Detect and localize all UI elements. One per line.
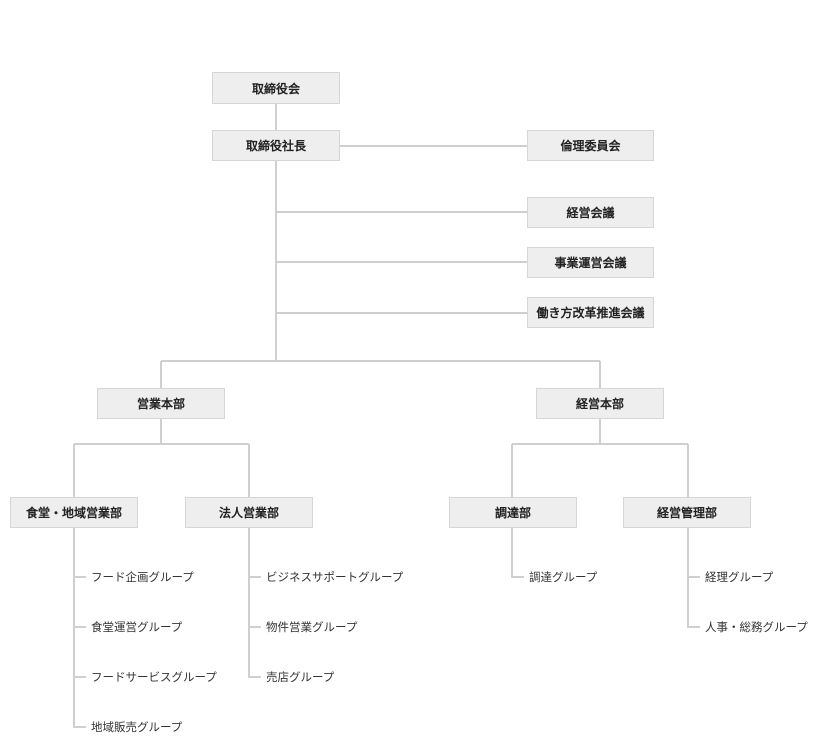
department-box-dining-regional-sales: 食堂・地域営業部: [10, 497, 138, 528]
group-item: 経理グループ: [705, 570, 774, 584]
sales-division-box: 営業本部: [97, 388, 225, 419]
group-item: 人事・総務グループ: [705, 620, 808, 634]
group-item: ビジネスサポートグループ: [266, 570, 404, 584]
group-item: 地域販売グループ: [91, 720, 183, 734]
board-box: 取締役会: [212, 72, 340, 104]
department-box-corporate-sales: 法人営業部: [185, 497, 313, 528]
management-division-box: 経営本部: [536, 388, 664, 419]
meeting-box-2: 事業運営会議: [527, 247, 654, 278]
ethics-committee-box: 倫理委員会: [527, 130, 654, 161]
group-item: フード企画グループ: [91, 570, 194, 584]
meeting-box-3: 働き方改革推進会議: [527, 297, 654, 328]
meeting-box-1: 経営会議: [527, 197, 654, 228]
group-item: 食堂運営グループ: [91, 620, 183, 634]
group-item: 物件営業グループ: [266, 620, 358, 634]
president-box: 取締役社長: [212, 130, 340, 161]
department-box-procurement: 調達部: [449, 497, 577, 528]
group-item: 売店グループ: [266, 670, 335, 684]
department-box-business-management: 経営管理部: [623, 497, 751, 528]
group-item: フードサービスグループ: [91, 670, 217, 684]
group-item: 調達グループ: [529, 570, 598, 584]
